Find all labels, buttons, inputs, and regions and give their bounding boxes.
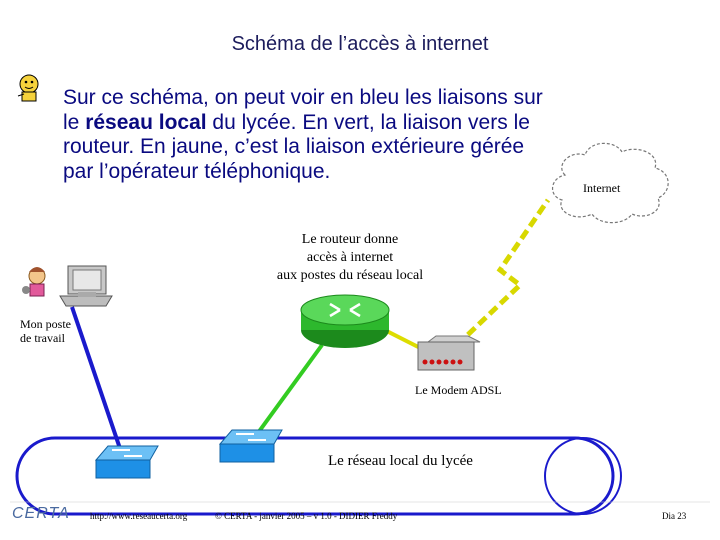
slide-number: Dia 23 [662, 511, 687, 521]
router-caption-line2: accès à internet [306, 250, 394, 265]
external-link-dashed [455, 198, 551, 347]
user-icon [22, 267, 46, 297]
lan-ring-end-right [544, 437, 622, 515]
modem-icon [417, 335, 481, 371]
internet-cloud-shape [552, 142, 669, 224]
description-text-end: du lycée. En vert, la liaison vers le ro… [63, 110, 530, 183]
description-bold-term: réseau local [85, 110, 207, 134]
certa-logo: CERTA [12, 505, 70, 522]
workstation-caption-line1: Mon poste [20, 317, 71, 331]
description-text-start: Sur ce schéma, on peut voir en bleu les … [63, 86, 543, 134]
internet-caption: Internet [583, 181, 621, 195]
switch-left-icon [94, 445, 159, 479]
lan-caption: Le réseau local du lycée [328, 453, 473, 469]
router-caption-line3: aux postes du réseau local [276, 268, 424, 283]
modem-caption: Le Modem ADSL [415, 383, 502, 397]
description-paragraph: Sur ce schéma, on peut voir en bleu les … [63, 86, 543, 184]
workstation-icon [59, 265, 113, 307]
footer-url[interactable]: http://www.reseaucerta.org [90, 511, 188, 521]
workstation-caption-line2: de travail [20, 331, 65, 345]
character-bullet-icon [14, 72, 44, 104]
footer-copyright: © CERTA - janvier 2005 – v 1.0 - DIDIER … [215, 511, 398, 521]
router-caption: Le routeur donne accès à internet aux po… [255, 231, 445, 285]
router-caption-line1: Le routeur donne [301, 232, 399, 247]
page-title: Schéma de l’accès à internet [231, 33, 489, 55]
workstation-caption: Mon poste de travail [20, 317, 100, 345]
router-icon [300, 294, 390, 348]
switch-center-icon [218, 429, 283, 463]
